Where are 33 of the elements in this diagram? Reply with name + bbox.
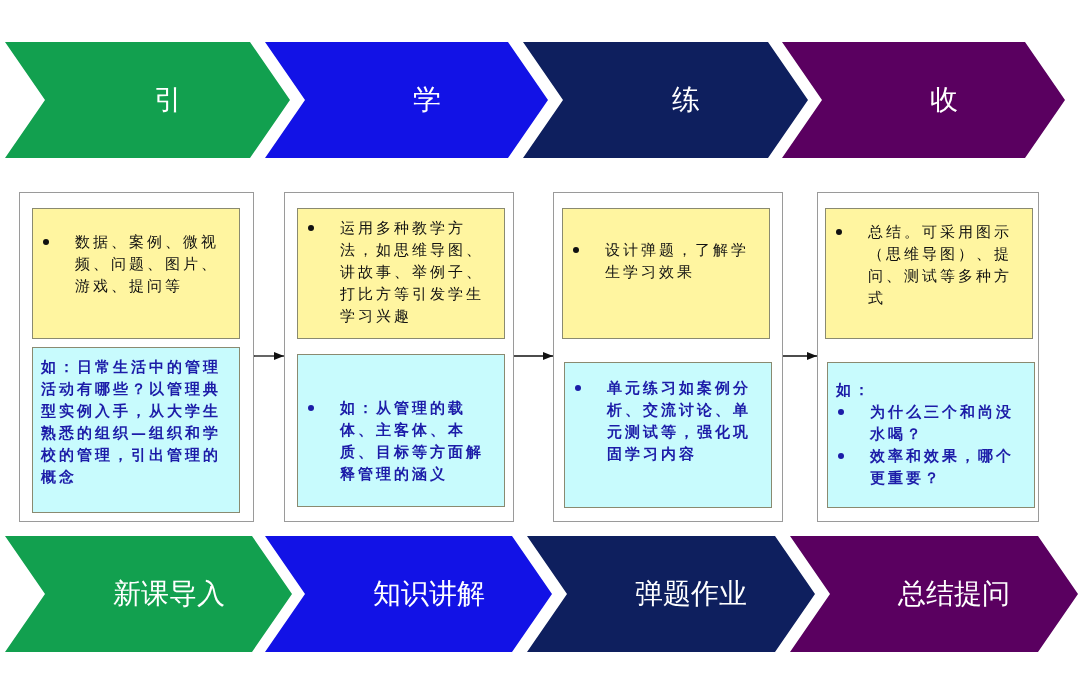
note-text: 如：从管理的载体、主客体、本质、目标等方面解释管理的涵义 [340,398,485,485]
method-note [825,208,1033,339]
note-text: 为什么三个和尚没水喝？ [870,402,1015,445]
stage-label: 新课导入 [111,576,225,612]
method-note [297,208,505,339]
note-text: 设计弹题，了解学生学习效果 [605,240,750,283]
stage-label: 收 [928,82,958,118]
note-text: 单元练习如案例分析、交流讨论、单元测试等，强化巩固学习内容 [607,378,752,465]
note-text: 数据、案例、微视频、问题、图片、游戏、提问等 [75,232,220,297]
example-note [564,362,772,508]
note-text: 如： [836,380,873,401]
stage-panel [553,192,783,522]
method-note [562,208,770,339]
stage-panel [19,192,254,522]
stage-panel [817,192,1039,522]
note-text: 运用多种教学方法，如思维导图、讲故事、举例子、打比方等引发学生学习兴趣 [340,218,485,327]
arrow [513,352,554,360]
stage-label: 总结提问 [897,576,1010,612]
arrow [253,352,285,360]
stage-label: 弹题作业 [634,576,747,612]
arrow [782,352,818,360]
example-note [32,347,240,513]
method-note [32,208,240,339]
stage-label: 练 [670,82,700,118]
stage-label: 引 [152,82,182,118]
example-note [297,354,505,507]
stage-label: 学 [411,82,441,118]
stage-panel [284,192,514,522]
note-text: 如：日常生活中的管理活动有哪些？以管理典型实例入手，从大学生熟悉的组织—组织和学校的管理，引出管理的概念 [41,357,222,488]
stage-label: 知识讲解 [371,576,485,612]
note-text: 效率和效果，哪个更重要？ [870,446,1015,489]
note-text: 总结。可采用图示（思维导图）、提问、测试等多种方式 [868,222,1013,309]
example-note [827,362,1035,508]
